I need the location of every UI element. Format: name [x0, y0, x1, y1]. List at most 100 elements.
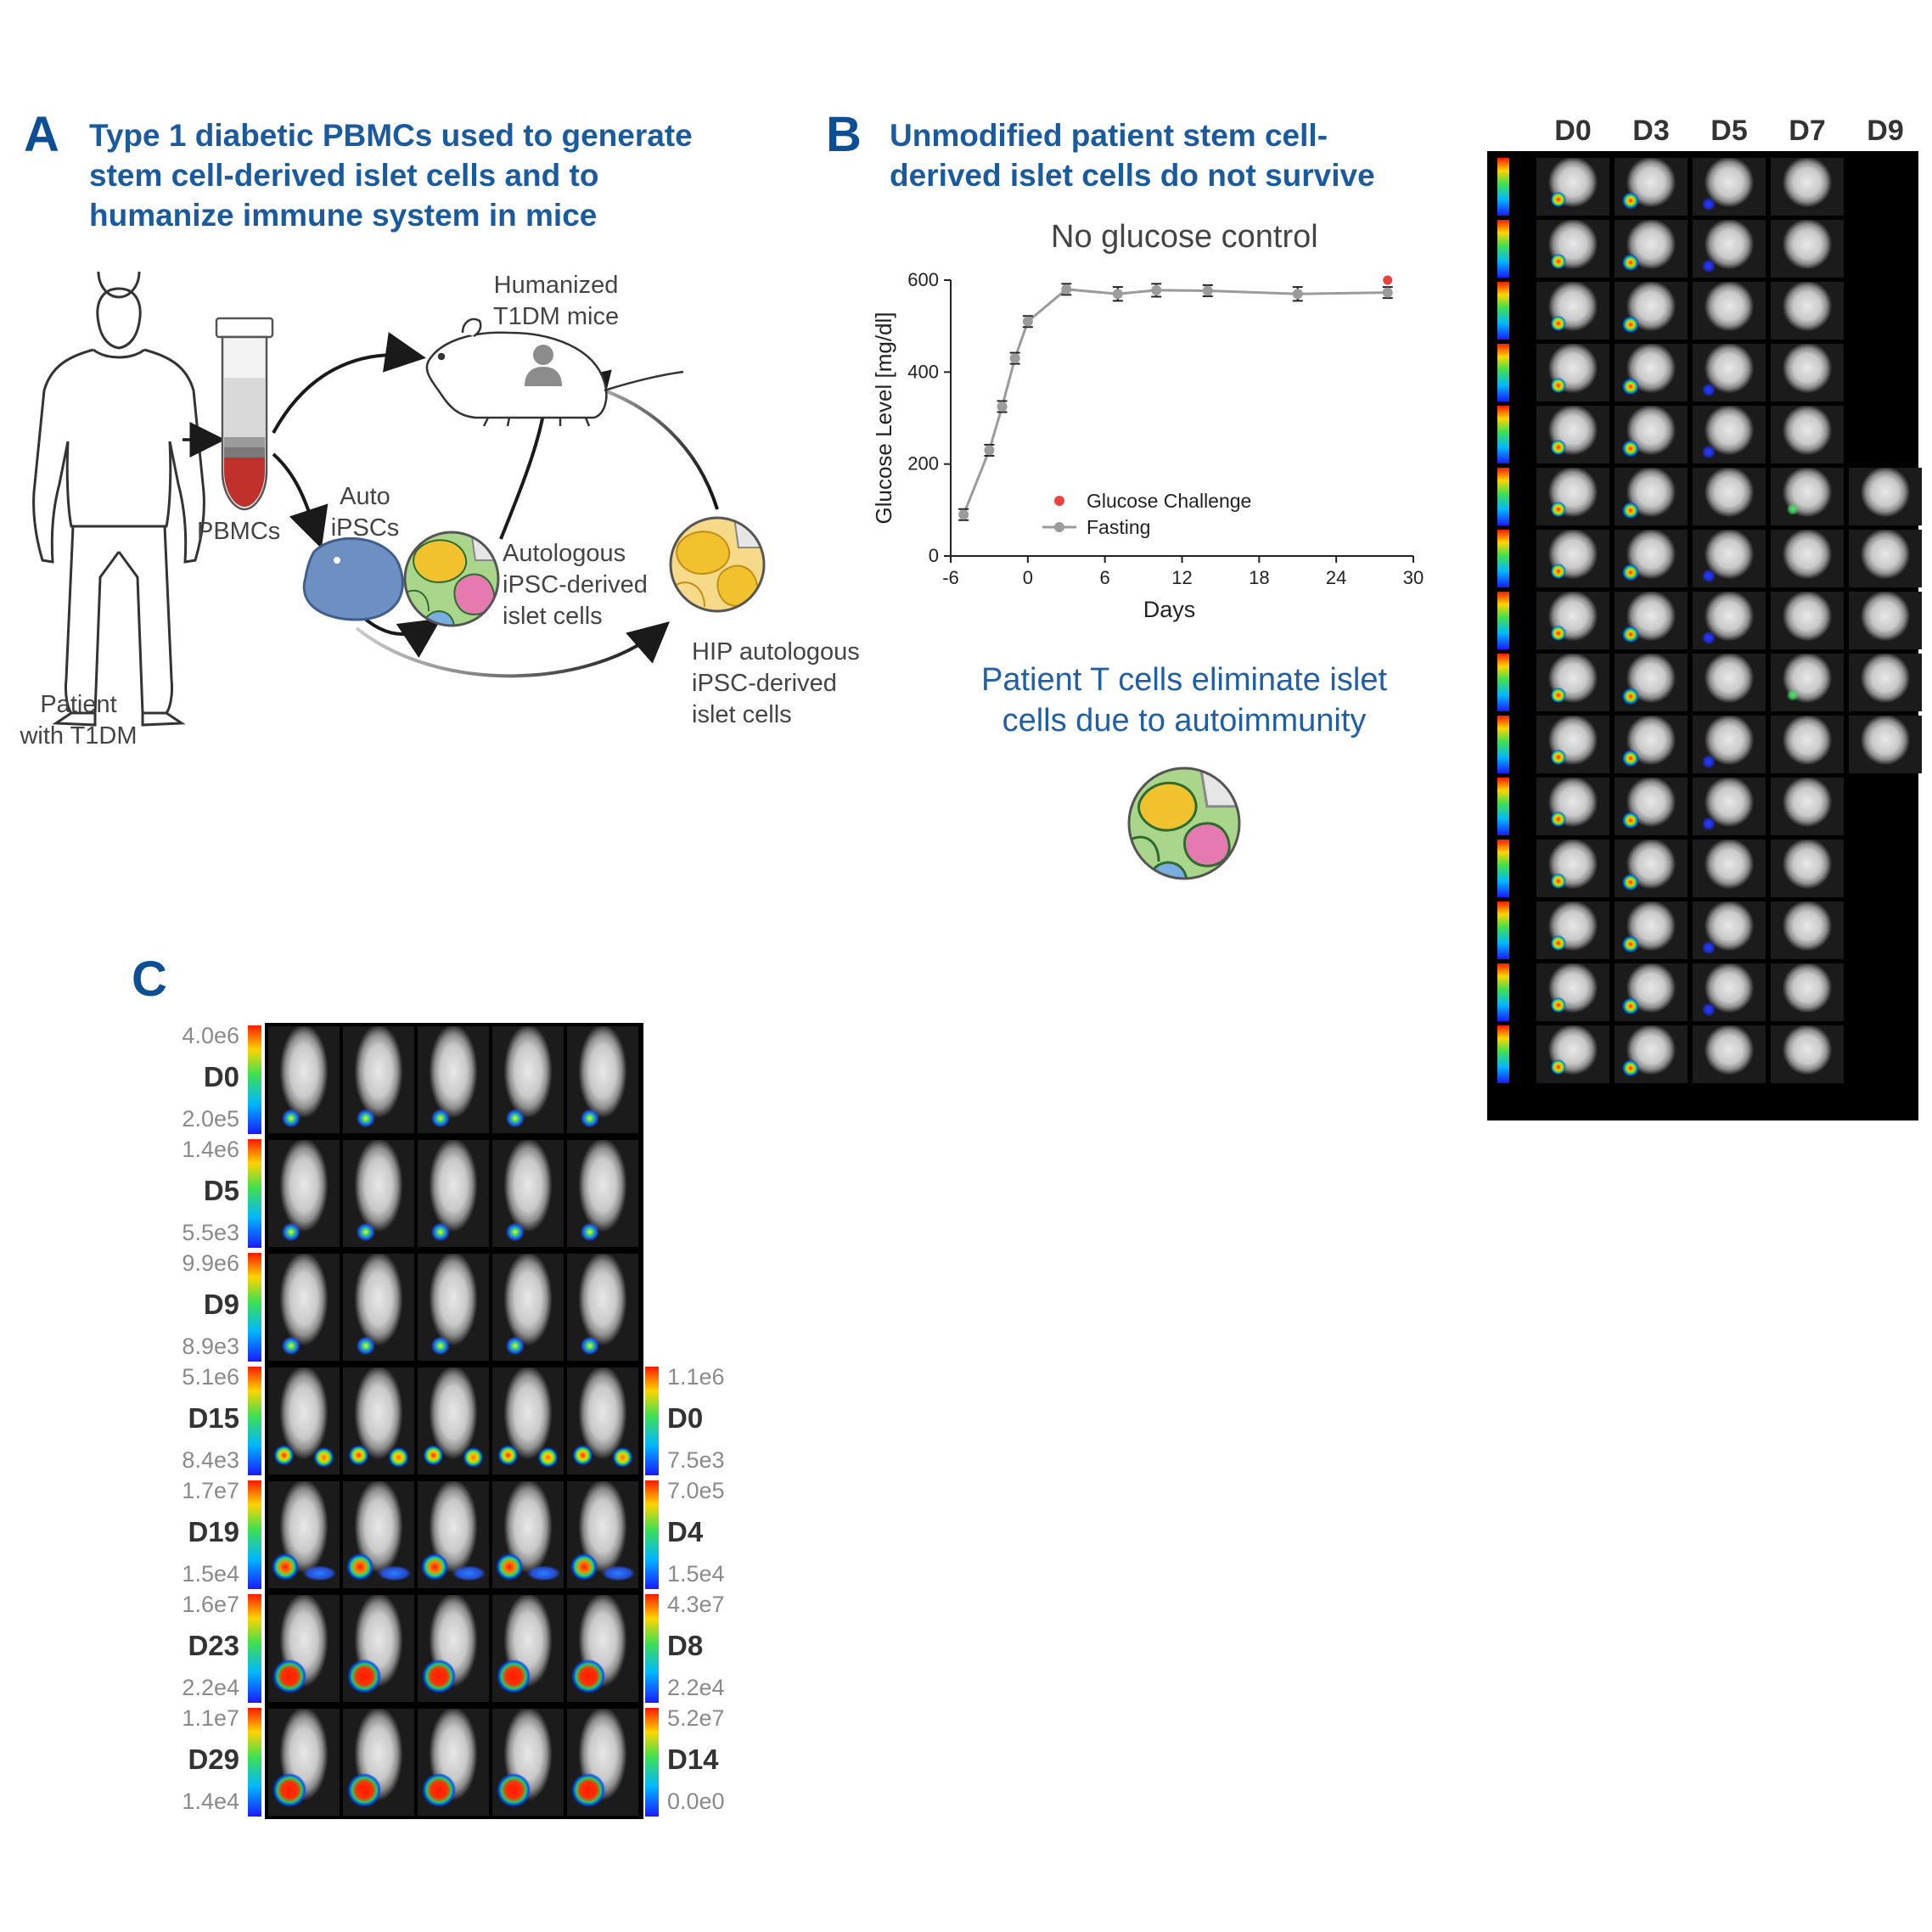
- fasting-point: [1022, 316, 1033, 327]
- fasting-point: [1202, 285, 1213, 296]
- mouse-image-tile: [268, 1026, 340, 1133]
- panel-c-letter: C: [132, 952, 167, 1007]
- color-scale-bar: [645, 1708, 659, 1817]
- autoimmunity-note-line-2: cells due to autoimmunity: [1002, 703, 1367, 739]
- color-scale-bar: [248, 1025, 261, 1134]
- right-scale-max-label: 5.2e7: [667, 1705, 725, 1731]
- color-scale-bar: [1497, 963, 1509, 1021]
- mouse-image-tile: [1536, 282, 1609, 340]
- legend-fasting-marker: [1054, 522, 1064, 532]
- mouse-image-tile: [268, 1481, 340, 1588]
- mouse-image-tile: [343, 1595, 414, 1702]
- mouse-image-tile: [1536, 778, 1609, 835]
- panel-b-title: Unmodified patient stem cell- derived is…: [890, 115, 1484, 195]
- chart-title: No glucose control: [1051, 219, 1318, 255]
- mouse-image-tile: [418, 1368, 489, 1474]
- mouse-image-tile: [1693, 530, 1766, 587]
- mouse-image-tile: [1849, 716, 1922, 773]
- right-day-label: D0: [667, 1402, 704, 1434]
- panel-a-letter: A: [24, 107, 59, 162]
- mouse-image-tile: [492, 1254, 564, 1361]
- mouse-image-tile: [1536, 716, 1609, 773]
- mouse-image-tile: [1615, 158, 1688, 216]
- label-patient-line-1: Patient: [40, 691, 117, 718]
- color-scale-bar: [1497, 1025, 1509, 1083]
- right-day-label: D8: [667, 1630, 704, 1661]
- label-auto-ipscs: Auto iPSCs: [323, 481, 407, 544]
- color-scale-bar: [1497, 530, 1509, 587]
- mouse-image-tile: [418, 1140, 489, 1247]
- color-scale-bar: [1497, 901, 1509, 959]
- grid-col-header: D5: [1710, 115, 1748, 147]
- mouse-image-tile: [1771, 344, 1844, 402]
- mouse-image-tile: [1615, 220, 1688, 278]
- color-scale-bar: [1497, 468, 1509, 525]
- mouse-image-tile: [343, 1254, 414, 1361]
- mouse-image-tile: [1771, 716, 1844, 773]
- label-patient-line-2: with T1DM: [20, 722, 138, 750]
- mouse-image-tile: [268, 1595, 340, 1702]
- color-scale-bar: [248, 1594, 261, 1703]
- color-scale-bar: [1497, 282, 1509, 340]
- color-scale-bar: [248, 1480, 261, 1589]
- autoimmunity-note: Patient T cells eliminate islet cells du…: [942, 660, 1426, 741]
- scale-min-label: 1.4e4: [182, 1789, 239, 1814]
- panel-a-title-line-1: Type 1 diabetic PBMCs used to generate: [89, 118, 693, 153]
- mouse-image-tile: [1615, 1025, 1688, 1083]
- label-hip: HIP autologous iPSC-derived islet cells: [692, 637, 860, 731]
- color-scale-bar: [1497, 840, 1509, 897]
- x-tick-label: 24: [1326, 567, 1346, 588]
- legend-glucose-challenge-marker: [1054, 496, 1064, 506]
- mouse-image-tile: [1771, 468, 1844, 525]
- y-tick-label: 400: [907, 361, 939, 382]
- y-tick-label: 0: [929, 545, 939, 566]
- y-tick-label: 600: [907, 269, 939, 290]
- hip-islet-cluster-icon: [669, 516, 766, 613]
- right-scale-max-label: 1.1e6: [667, 1364, 725, 1390]
- day-label: D5: [203, 1175, 239, 1206]
- cell-icon: [302, 536, 404, 621]
- mouse-image-tile: [1771, 406, 1844, 463]
- fasting-point: [1112, 289, 1123, 300]
- mouse-image-tile: [1615, 592, 1688, 649]
- scale-max-label: 1.4e6: [182, 1137, 239, 1162]
- y-axis-label: Glucose Level [mg/dl]: [871, 312, 896, 524]
- color-scale-bar: [1497, 778, 1509, 835]
- mouse-image-tile: [1771, 778, 1844, 835]
- mouse-image-tile: [1693, 778, 1766, 835]
- right-day-label: D4: [667, 1516, 704, 1547]
- mouse-image-tile: [1615, 344, 1688, 402]
- blood-tube-icon: [215, 317, 274, 511]
- mouse-image-tile: [567, 1368, 638, 1474]
- panel-b-title-line-1: Unmodified patient stem cell-: [890, 118, 1328, 153]
- label-auto-ipscs-line-2: iPSCs: [330, 514, 400, 542]
- mouse-image-tile: [1849, 592, 1922, 649]
- autoimmunity-note-line-1: Patient T cells eliminate islet: [980, 662, 1388, 698]
- scale-max-label: 4.0e6: [182, 1023, 239, 1048]
- mouse-image-tile: [1693, 468, 1766, 525]
- mouse-image-tile: [1536, 530, 1609, 587]
- mouse-image-tile: [492, 1595, 564, 1702]
- scale-max-label: 9.9e6: [182, 1250, 239, 1276]
- day-label: D23: [188, 1630, 239, 1661]
- mouse-image-tile: [268, 1709, 340, 1816]
- x-tick-label: 0: [1023, 567, 1033, 588]
- mouse-image-tile: [268, 1140, 340, 1247]
- color-scale-bar: [248, 1367, 261, 1475]
- day-label: D19: [188, 1516, 239, 1547]
- mouse-image-tile: [1536, 963, 1609, 1021]
- label-autologous-line-1: Autologous: [503, 540, 626, 567]
- color-scale-bar: [248, 1139, 261, 1248]
- mouse-image-tile: [492, 1140, 564, 1247]
- mouse-image-tile: [1693, 344, 1766, 402]
- label-hip-line-1: HIP autologous: [692, 638, 860, 666]
- fasting-point: [997, 401, 1008, 412]
- color-scale-bar: [1497, 654, 1509, 711]
- mouse-image-tile: [1693, 716, 1766, 773]
- mouse-image-tile: [1536, 840, 1609, 897]
- mouse-image-tile: [1693, 282, 1766, 340]
- scale-max-label: 1.1e7: [182, 1705, 239, 1731]
- person-outline-icon: [32, 272, 205, 727]
